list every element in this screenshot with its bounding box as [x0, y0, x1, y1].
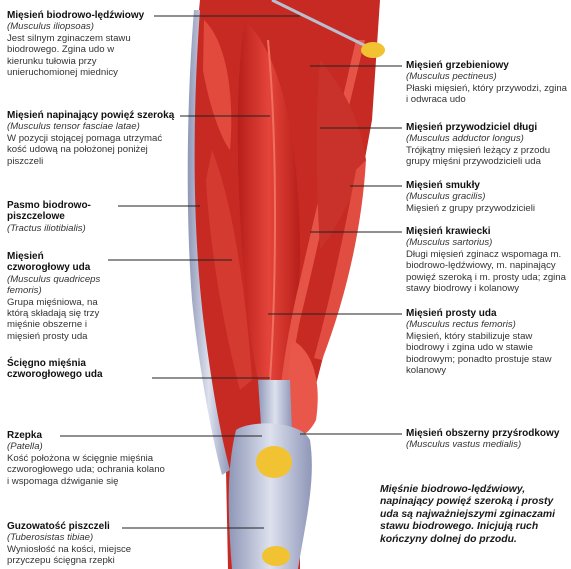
tensor-fasciae-latae [203, 20, 232, 150]
label-latin: (Musculus pectineus) [406, 71, 497, 83]
patella-shape [256, 446, 292, 478]
label-latin: (Musculus gracilis) [406, 191, 486, 203]
label-sartorius: Mięsień krawiecki (Musculus sartorius) D… [406, 226, 570, 294]
label-patella: Rzepka (Patella) Kość położona w ścięgni… [7, 430, 167, 487]
rectus-femoris [237, 20, 300, 380]
label-desc: W pozycji stojącej pomaga utrzymać kość … [7, 132, 163, 167]
label-title: Ścięgno mięśnia czworogłowego uda [7, 358, 103, 381]
label-title: Mięsień napinający powięź szeroką [7, 110, 175, 121]
label-title: Mięsień czworogłowy uda [7, 251, 91, 274]
pubic-bone [361, 42, 385, 58]
tibial-tuberosity-shape [262, 546, 290, 566]
label-latin: (Tractus iliotibialis) [7, 222, 86, 234]
label-desc: Trójkątny mięsień leżący z przodu grupy … [406, 144, 551, 168]
iliotibial-band [187, 10, 230, 475]
label-tibial-tuberosity: Guzowatość piszczeli (Tuberosistas tibia… [7, 521, 139, 567]
label-latin: (Musculus tensor fasciae latae) [7, 121, 140, 133]
label-title: Mięsień smukły [406, 180, 480, 191]
gracilis [314, 160, 366, 360]
label-desc: Płaski mięsień, który przywodzi, zgina i… [406, 82, 568, 106]
label-title: Mięsień prosty uda [406, 308, 497, 319]
summary-note: Mięśnie biodrowo-lędźwiowy, napinający p… [380, 484, 555, 545]
label-desc: Jest silnym zginaczem stawu biodrowego. … [7, 32, 131, 79]
label-latin: (Musculus sartorius) [406, 237, 493, 249]
label-latin: (Musculus vastus medialis) [406, 439, 522, 451]
label-latin: (Musculus rectus femoris) [406, 319, 516, 331]
label-adductor-longus: Mięsień przywodziciel długi (Musculus ad… [406, 122, 568, 168]
label-title: Mięsień krawiecki [406, 226, 491, 237]
label-tensor-fasciae-latae: Mięsień napinający powięź szeroką (Muscu… [7, 110, 182, 167]
leader-lines-left [60, 15, 300, 529]
label-latin: (Patella) [7, 441, 43, 453]
label-desc: Kość położona w ścięgnie mięśnia czworog… [7, 452, 165, 487]
label-latin: (Musculus iliopsoas) [7, 21, 94, 33]
vastus-lateralis [206, 150, 252, 390]
label-desc: Długi mięsień zginacz wspomaga m. biodro… [406, 248, 566, 295]
label-latin: (Tuberosistas tibiae) [7, 532, 94, 544]
label-title: Mięsień obszerny przyśrodkowy [406, 428, 560, 439]
leader-lines-right [268, 65, 402, 435]
label-latin: (Musculus quadriceps femoris) [7, 273, 101, 297]
label-pectineus: Mięsień grzebieniowy (Musculus pectineus… [406, 60, 568, 106]
label-rectus-femoris: Mięsień prosty uda (Musculus rectus femo… [406, 308, 568, 376]
label-desc: Mięsień z grupy przywodzicieli [406, 202, 536, 214]
label-title: Mięsień przywodziciel długi [406, 122, 538, 133]
label-iliotibial-tract: Pasmo biodrowo-piszczelowe (Tractus ilio… [7, 200, 107, 234]
label-desc: Grupa mięśniowa, na którą składają się t… [7, 296, 100, 342]
label-title: Mięsień grzebieniowy [406, 60, 509, 71]
adductor-longus [316, 60, 366, 250]
label-quadriceps: Mięsień czworogłowy uda (Musculus quadri… [7, 251, 109, 342]
label-title: Pasmo biodrowo-piszczelowe [7, 200, 91, 223]
label-vastus-medialis: Mięsień obszerny przyśrodkowy (Musculus … [406, 428, 570, 451]
pelvis-line [271, 0, 371, 50]
label-latin: (Musculus adductor longus) [406, 133, 524, 145]
label-title: Rzepka [7, 430, 43, 441]
label-desc: Wyniosłość na kości, miejsce przyczepu ś… [7, 543, 132, 567]
label-gracilis: Mięsień smukły (Musculus gracilis) Mięsi… [406, 180, 568, 214]
label-title: Mięsień biodrowo-lędźwiowy [7, 10, 145, 21]
rectus-femoris-tendon-line [267, 39, 276, 381]
label-desc: Mięsień, który stabilizuje staw biodrowy… [406, 330, 552, 377]
label-quadriceps-tendon: Ścięgno mięśnia czworogłowego uda [7, 358, 147, 381]
label-title: Guzowatość piszczeli [7, 521, 110, 532]
vastus-medialis [284, 340, 318, 437]
label-iliopsoas: Mięsień biodrowo-lędźwiowy (Musculus ili… [7, 10, 157, 78]
